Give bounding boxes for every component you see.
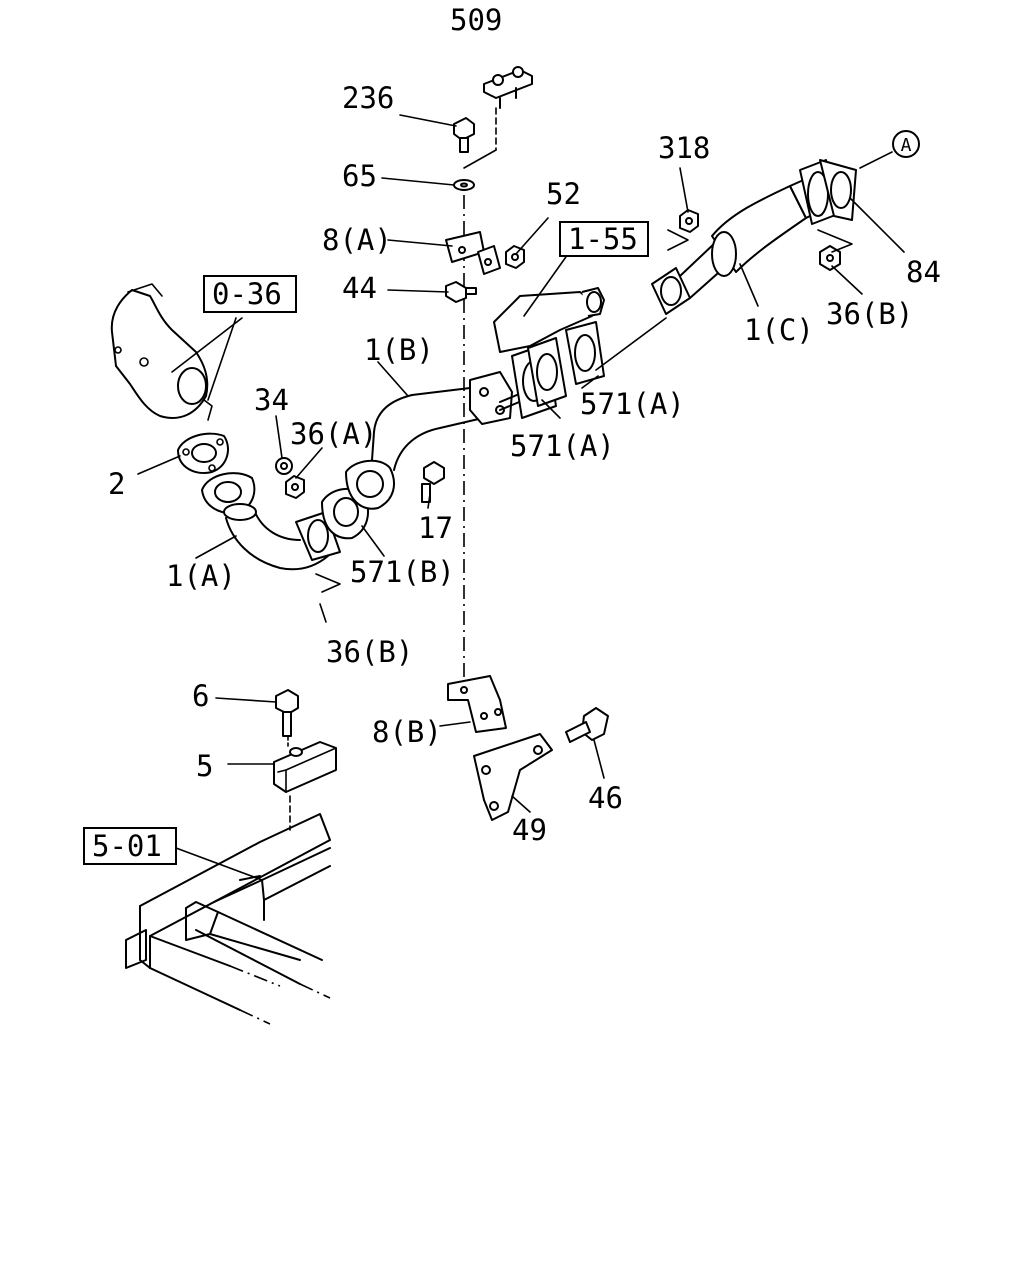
- callout-46: 46: [588, 781, 623, 815]
- callout-571a-front: 571(A): [510, 429, 615, 463]
- gasket-2: [177, 432, 229, 474]
- bracket-8b: [447, 675, 507, 733]
- ref-box-1-55: [559, 221, 649, 257]
- stud-17: [421, 461, 445, 503]
- ref-box-0-36: [203, 275, 297, 313]
- exhaust-manifold-0-36: [110, 283, 213, 421]
- gasket-571a-rear: [565, 321, 605, 385]
- bolt-46: [565, 707, 609, 743]
- bracket-49: [473, 733, 553, 821]
- pipe-1c-catalytic-converter: [651, 159, 839, 315]
- callout-571b: 571(B): [350, 555, 455, 589]
- callout-1c: 1(C): [744, 313, 814, 347]
- leader-lines: [137, 114, 905, 881]
- bolt-6: [275, 689, 299, 737]
- callout-8b: 8(B): [372, 715, 442, 749]
- callout-2: 2: [108, 467, 125, 501]
- callout-8a: 8(A): [322, 223, 392, 257]
- callout-36b-top: 36(B): [826, 297, 913, 331]
- callout-318: 318: [658, 131, 710, 165]
- clamp-bracket-509: [483, 66, 533, 109]
- view-marker-a: A: [901, 135, 912, 156]
- callout-5: 5: [196, 749, 213, 783]
- flange-pipe-joint: [527, 337, 567, 407]
- callout-65: 65: [342, 159, 377, 193]
- ref-label-1-55: 1-55: [568, 222, 638, 256]
- callout-34: 34: [254, 383, 289, 417]
- callout-44: 44: [342, 271, 377, 305]
- bracket-509-leader: [463, 149, 497, 169]
- callout-571a-rear: 571(A): [580, 387, 685, 421]
- ref-box-5-01: [83, 827, 177, 865]
- gasket-84: [819, 159, 857, 221]
- callout-6: 6: [192, 679, 209, 713]
- pipe-1b-front-flange: [345, 459, 395, 510]
- chassis-frame-5-01: [125, 813, 331, 1025]
- bolt-236: [453, 117, 475, 153]
- ref-label-0-36: 0-36: [212, 277, 282, 311]
- callout-49: 49: [512, 813, 547, 847]
- mount-part-1-55: [493, 287, 605, 353]
- callout-36a: 36(A): [290, 417, 377, 451]
- callout-17: 17: [418, 511, 453, 545]
- callout-1a: 1(A): [166, 559, 236, 593]
- callout-236: 236: [342, 81, 394, 115]
- bolt-44: [445, 281, 477, 303]
- callout-509: 509: [450, 3, 502, 37]
- view-marker-a-circle: [892, 130, 920, 158]
- pipe-1b: [371, 371, 525, 471]
- mount-block-5: [273, 741, 337, 793]
- callout-52: 52: [546, 177, 581, 211]
- ref-label-5-01: 5-01: [92, 829, 162, 863]
- bracket-8a: [445, 231, 501, 275]
- callout-1b: 1(B): [364, 333, 434, 367]
- callout-84: 84: [906, 255, 941, 289]
- callout-36b-bottom: 36(B): [326, 635, 413, 669]
